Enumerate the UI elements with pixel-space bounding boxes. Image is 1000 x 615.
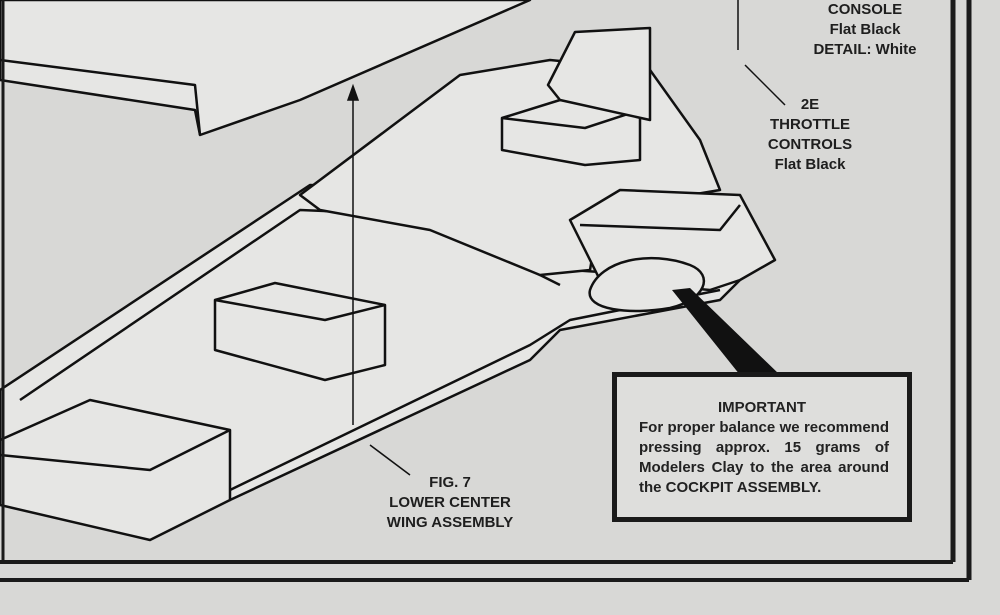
console-label: CONSOLE Flat Black DETAIL: White: [800, 0, 930, 60]
throttle-name-1: THROTTLE: [770, 116, 850, 133]
throttle-part-number: 2E: [800, 96, 820, 113]
throttle-name-2: CONTROLS: [767, 136, 853, 153]
throttle-label: 2E THROTTLE CONTROLS Flat Black: [750, 95, 870, 175]
console-name: CONSOLE: [827, 1, 903, 18]
modelers-clay: [588, 256, 706, 313]
console-paint: Flat Black: [829, 21, 901, 38]
figure-title-1: LOWER CENTER: [389, 494, 511, 511]
important-note-box: IMPORTANT For proper balance we recommen…: [612, 372, 912, 522]
note-title: IMPORTANT: [717, 399, 807, 416]
console-detail: DETAIL: White: [813, 41, 917, 58]
note-pointer: [672, 288, 780, 375]
throttle-paint: Flat Black: [774, 156, 846, 173]
figure-caption: FIG. 7 LOWER CENTER WING ASSEMBLY: [370, 473, 530, 533]
figure-number: FIG. 7: [429, 474, 471, 491]
figure-title-2: WING ASSEMBLY: [386, 514, 514, 531]
note-body: For proper balance we recommend pressing…: [639, 419, 889, 496]
figure-leader: [369, 444, 411, 476]
front-block: [0, 398, 232, 542]
fin-part: [546, 26, 652, 122]
throttle-leader: [744, 64, 786, 106]
